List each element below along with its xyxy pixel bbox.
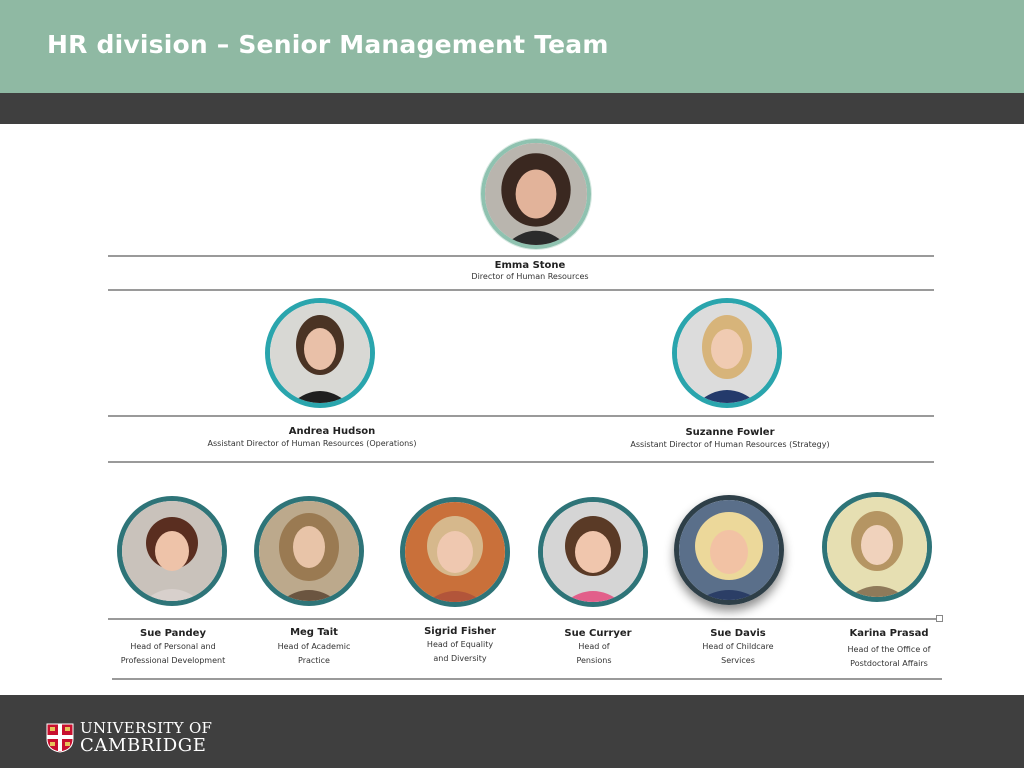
divider-line	[108, 415, 934, 417]
logo-text-line1: UNIVERSITY OF	[80, 719, 213, 737]
portrait-icon	[677, 303, 777, 403]
university-crest-icon	[46, 723, 74, 753]
avatar-sue-pandey	[117, 496, 227, 606]
assistant-name-andrea-hudson: Andrea Hudson	[288, 426, 376, 437]
avatar-sue-davis	[674, 495, 784, 605]
head-role-line1: Head of Childcare	[702, 642, 774, 651]
selection-handle[interactable]	[936, 615, 943, 622]
head-role-line2: Postdoctoral Affairs	[850, 659, 928, 668]
head-role-line1: Head of the Office of	[847, 645, 931, 654]
head-role-line1: Head of Academic	[277, 642, 351, 651]
header-divider-bar	[0, 93, 1024, 124]
avatar-sue-curryer	[538, 497, 648, 607]
portrait-icon	[122, 501, 222, 601]
head-name-sue-davis: Sue Davis	[710, 628, 766, 639]
head-name-sue-curryer: Sue Curryer	[564, 628, 632, 639]
head-role-line2: Services	[721, 656, 755, 665]
slide-title: HR division – Senior Management Team	[47, 30, 609, 59]
head-name-meg-tait: Meg Tait	[290, 627, 338, 638]
avatar-meg-tait	[254, 496, 364, 606]
avatar-sigrid-fisher	[400, 497, 510, 607]
assistant-name-suzanne-fowler: Suzanne Fowler	[685, 427, 775, 438]
portrait-icon	[679, 500, 779, 600]
head-name-sigrid-fisher: Sigrid Fisher	[424, 626, 496, 637]
avatar-karina-prasad	[822, 492, 932, 602]
head-role-line1: Head of Personal and	[130, 642, 216, 651]
assistant-role-suzanne-fowler: Assistant Director of Human Resources (S…	[630, 440, 830, 449]
head-role-line2: and Diversity	[433, 654, 487, 663]
head-name-karina-prasad: Karina Prasad	[849, 628, 929, 639]
director-name: Emma Stone	[494, 260, 566, 271]
head-role-line1: Head of	[578, 642, 610, 651]
divider-line	[112, 678, 942, 680]
portrait-icon	[405, 502, 505, 602]
portrait-icon	[270, 303, 370, 403]
assistant-role-andrea-hudson: Assistant Director of Human Resources (O…	[207, 439, 417, 448]
head-role-line2: Professional Development	[120, 656, 226, 665]
divider-line	[108, 255, 934, 257]
portrait-icon	[827, 497, 927, 597]
university-logo: UNIVERSITY OF CAMBRIDGE	[46, 721, 212, 755]
head-name-sue-pandey: Sue Pandey	[140, 628, 206, 639]
director-role: Director of Human Resources	[471, 272, 589, 281]
head-role-line1: Head of Equality	[426, 640, 494, 649]
title-bar: HR division – Senior Management Team	[0, 0, 1024, 93]
divider-line	[108, 289, 934, 291]
divider-line	[108, 618, 938, 620]
avatar-andrea-hudson	[265, 298, 375, 408]
portrait-icon	[259, 501, 359, 601]
portrait-icon	[485, 143, 587, 245]
head-role-line2: Pensions	[576, 656, 612, 665]
portrait-icon	[543, 502, 643, 602]
avatar-suzanne-fowler	[672, 298, 782, 408]
footer-bar	[0, 695, 1024, 768]
logo-text-line2: CAMBRIDGE	[80, 735, 207, 756]
divider-line	[108, 461, 934, 463]
head-role-line2: Practice	[298, 656, 330, 665]
avatar-emma-stone	[481, 139, 591, 249]
